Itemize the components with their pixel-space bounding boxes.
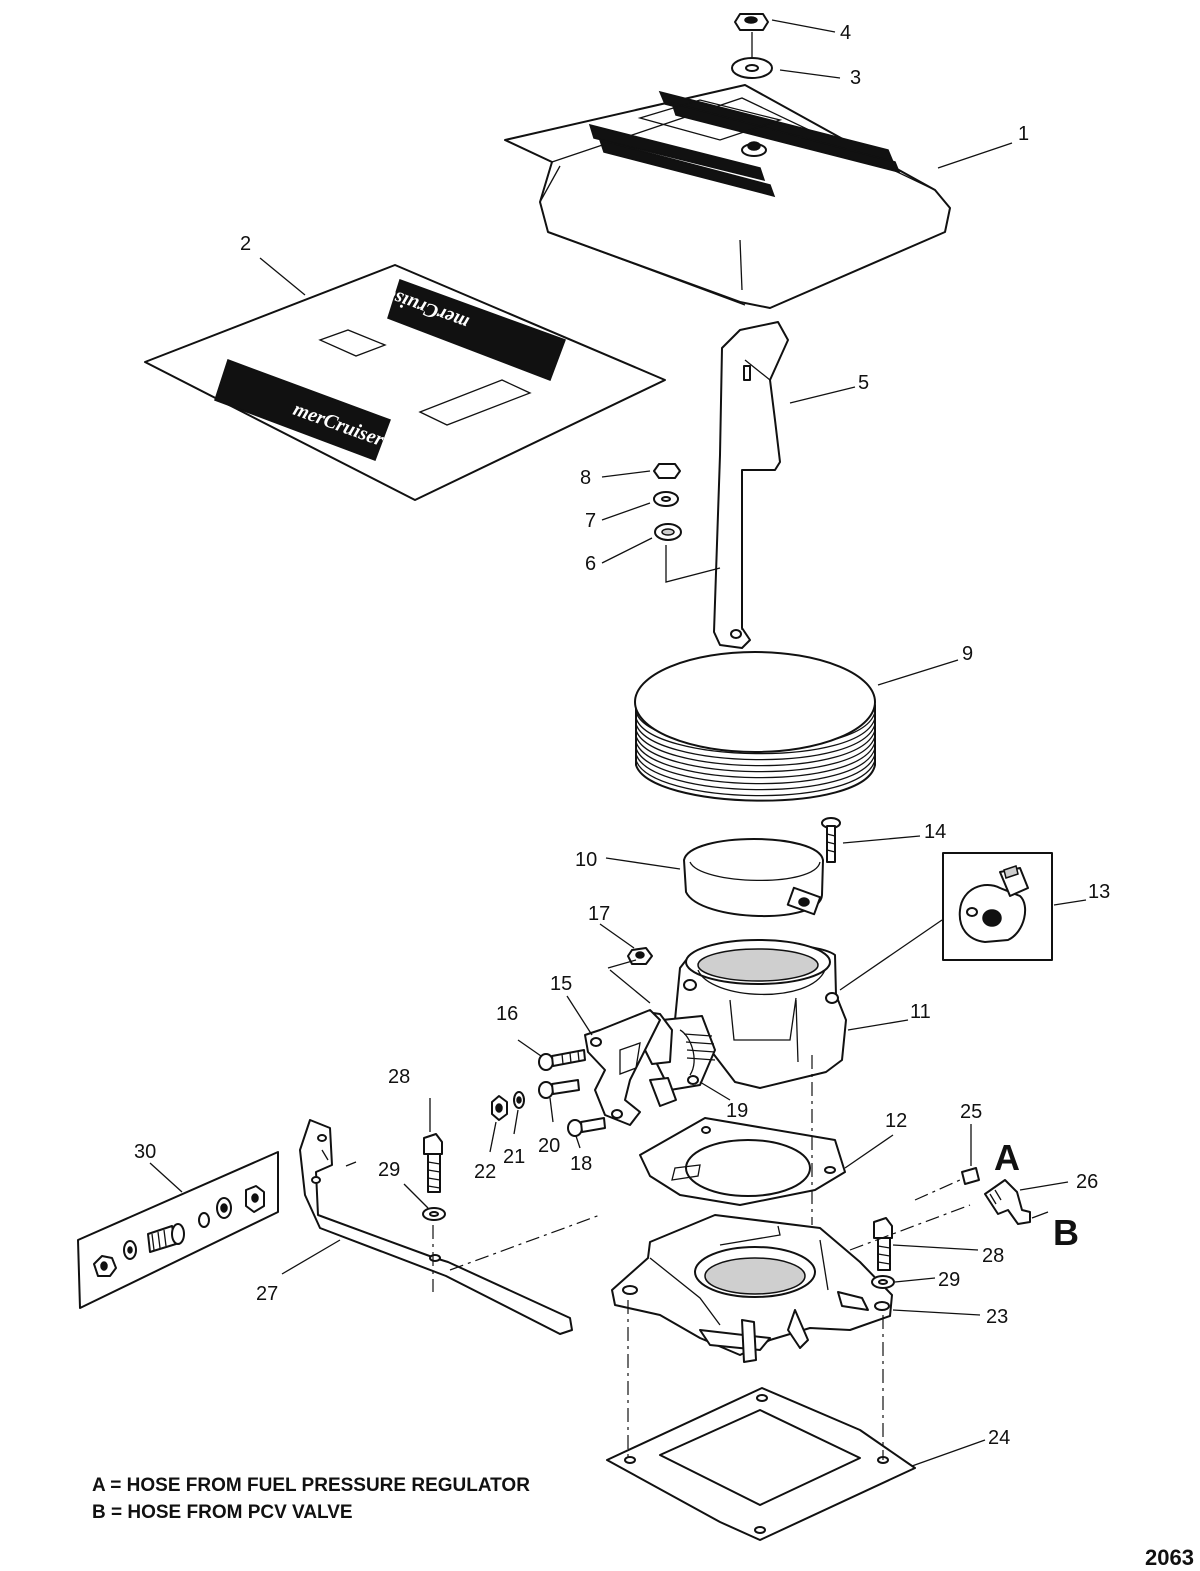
screw-18 bbox=[567, 1117, 606, 1137]
callout-8: 8 bbox=[580, 467, 591, 489]
bracket-5 bbox=[713, 321, 789, 649]
callout-22: 22 bbox=[474, 1161, 496, 1183]
nut-8 bbox=[653, 463, 681, 479]
washer-3 bbox=[731, 57, 773, 79]
nut-17 bbox=[627, 947, 653, 965]
callout-23: 23 bbox=[986, 1306, 1008, 1328]
callout-10: 10 bbox=[575, 849, 597, 871]
hose-marker-b: B bbox=[1053, 1212, 1079, 1253]
callout-26: 26 bbox=[1076, 1171, 1098, 1193]
sensor-box-13 bbox=[942, 852, 1053, 961]
screw-14 bbox=[821, 817, 841, 863]
screw-16 bbox=[538, 1049, 586, 1071]
washer-21 bbox=[513, 1091, 525, 1109]
callout-25: 25 bbox=[960, 1101, 982, 1123]
throttle-body-11 bbox=[639, 939, 847, 1107]
callout-28b: 28 bbox=[982, 1245, 1004, 1267]
callout-29: 29 bbox=[378, 1159, 400, 1181]
callout-17: 17 bbox=[588, 903, 610, 925]
base-gasket-24 bbox=[606, 1387, 916, 1541]
callout-24: 24 bbox=[988, 1427, 1010, 1449]
hardware-kit-30 bbox=[77, 1151, 279, 1309]
callout-30: 30 bbox=[134, 1141, 156, 1163]
clamp-10 bbox=[683, 838, 824, 917]
callout-27: 27 bbox=[256, 1283, 278, 1305]
callout-3: 3 bbox=[850, 67, 861, 89]
legend-hose-b: B = HOSE FROM PCV VALVE bbox=[92, 1502, 353, 1523]
callout-19: 19 bbox=[726, 1100, 748, 1122]
legend-hose-a: A = HOSE FROM FUEL PRESSURE REGULATOR bbox=[92, 1475, 530, 1496]
callout-21: 21 bbox=[503, 1146, 525, 1168]
callout-1: 1 bbox=[1018, 123, 1029, 145]
washer-7 bbox=[653, 491, 679, 507]
callout-13: 13 bbox=[1088, 881, 1110, 903]
bracket-27 bbox=[299, 1119, 573, 1335]
washer-29-right bbox=[871, 1275, 895, 1289]
flame-arrestor-cover bbox=[504, 84, 951, 309]
callout-12: 12 bbox=[885, 1110, 907, 1132]
callout-20: 20 bbox=[538, 1135, 560, 1157]
nut-22 bbox=[491, 1095, 508, 1121]
throttle-body-adaptor-23 bbox=[611, 1214, 893, 1363]
hose-marker-a: A bbox=[994, 1137, 1020, 1178]
screw-20 bbox=[538, 1079, 580, 1099]
decal-sheet: merCruiser merCruiser bbox=[144, 264, 666, 501]
callout-18: 18 bbox=[570, 1153, 592, 1175]
lock-washer-6 bbox=[654, 523, 682, 541]
bolt-28-right bbox=[873, 1217, 893, 1271]
callout-5: 5 bbox=[858, 372, 869, 394]
callout-11: 11 bbox=[910, 1001, 931, 1023]
callout-2: 2 bbox=[240, 233, 251, 255]
pin-25 bbox=[961, 1167, 980, 1185]
throttle-lever-15 bbox=[584, 1009, 661, 1126]
callout-9: 9 bbox=[962, 643, 973, 665]
callout-15: 15 bbox=[550, 973, 572, 995]
leader-lines bbox=[149, 19, 1087, 1467]
figure-number: 2063 bbox=[1145, 1545, 1194, 1570]
washer-29-left bbox=[422, 1207, 446, 1221]
gasket-12 bbox=[639, 1117, 846, 1206]
bolt-28-left bbox=[423, 1133, 443, 1193]
callout-16: 16 bbox=[496, 1003, 518, 1025]
callout-6: 6 bbox=[585, 553, 596, 575]
callout-29b: 29 bbox=[938, 1269, 960, 1291]
callout-28: 28 bbox=[388, 1066, 410, 1088]
hose-fitting-26 bbox=[984, 1179, 1031, 1225]
callout-7: 7 bbox=[585, 510, 596, 532]
callout-4: 4 bbox=[840, 22, 851, 44]
nut-4 bbox=[734, 13, 769, 31]
callout-14: 14 bbox=[924, 821, 946, 843]
flame-arrestor-9 bbox=[634, 651, 876, 802]
callout-numbers: 1 2 3 4 5 6 7 8 9 10 11 12 13 14 15 16 1… bbox=[134, 22, 1110, 1449]
